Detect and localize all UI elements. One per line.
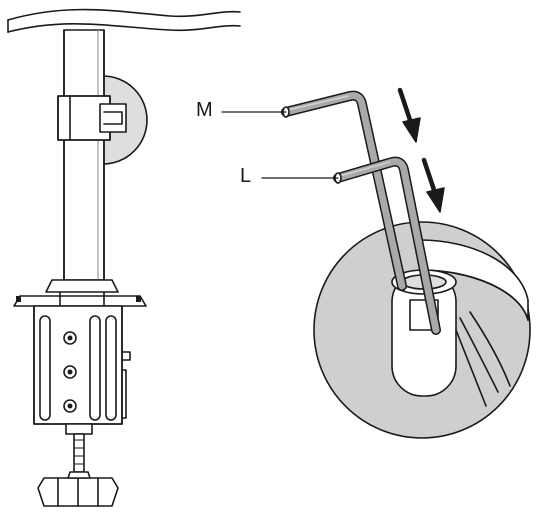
label-m: M [196,99,213,121]
desk-top [7,8,241,33]
clamp-body [33,305,131,425]
arrow-icon-m [397,87,421,143]
label-l: L [240,165,252,187]
allen-key-m [281,90,407,291]
arrow-icon-l [421,157,445,213]
clamp-knob [37,423,119,507]
pole-clamp [57,95,127,141]
zoom-detail [391,239,529,407]
pole [63,29,105,281]
base-flange [13,279,147,307]
